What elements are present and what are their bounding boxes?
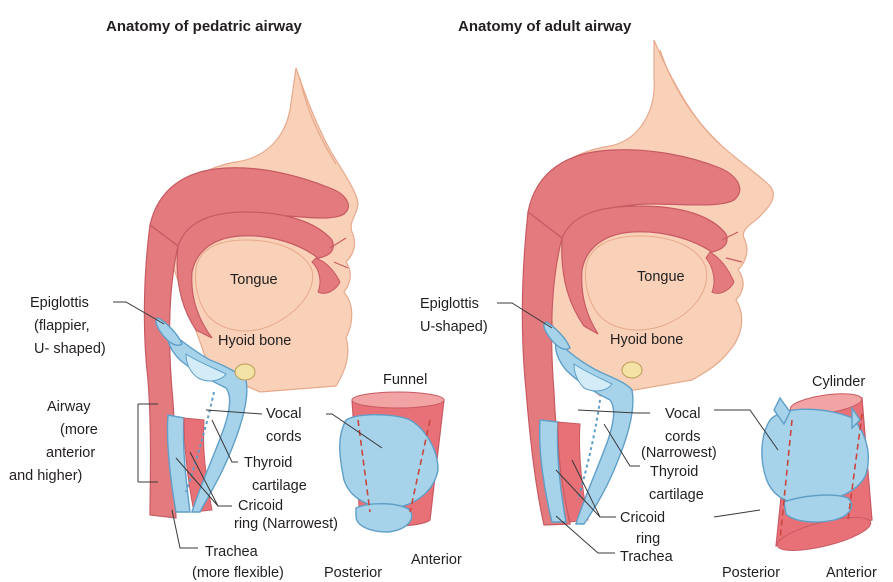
pediatric-thyroid-label-1: Thyroid (244, 455, 292, 471)
pediatric-tongue-label: Tongue (230, 272, 278, 288)
pediatric-epiglottis-label-3: U- shaped) (34, 341, 106, 357)
pediatric-epiglottis-label-2: (flappier, (34, 318, 90, 334)
pediatric-airway-label-4: and higher) (9, 468, 82, 484)
adult-cylinder-label: Cylinder (812, 374, 865, 390)
pediatric-cricoid-label-1: Cricoid (238, 498, 283, 514)
pediatric-funnel-larynx (340, 392, 444, 532)
adult-epiglottis-label-1: Epiglottis (420, 296, 479, 312)
adult-trachea-label: Trachea (620, 549, 674, 565)
pediatric-cricoid-label-2: ring (Narrowest) (234, 516, 338, 532)
adult-thyroid-label-2: cartilage (649, 487, 704, 503)
pediatric-trachea-label-1: Trachea (205, 544, 259, 560)
pediatric-airway-label-3: anterior (46, 445, 95, 461)
pediatric-funnel-label: Funnel (383, 372, 427, 388)
adult-title: Anatomy of adult airway (458, 18, 632, 35)
adult-vocal-label-1: Vocal (665, 406, 700, 422)
pediatric-hyoid (235, 364, 255, 380)
adult-hyoid (622, 362, 642, 378)
pediatric-trachea-label-2: (more flexible) (192, 565, 284, 581)
pediatric-vocal-label-1: Vocal (266, 406, 301, 422)
adult-vocal-label-3: (Narrowest) (641, 445, 717, 461)
adult-anterior-label: Anterior (826, 565, 877, 581)
adult-cylinder-larynx (762, 390, 874, 557)
pediatric-anterior-label: Anterior (411, 552, 462, 568)
adult-tongue-label: Tongue (637, 269, 685, 285)
adult-posterior-label: Posterior (722, 565, 780, 581)
pediatric-airway-label-1: Airway (47, 399, 91, 415)
pediatric-posterior-label: Posterior (324, 565, 382, 581)
pediatric-vocal-label-2: cords (266, 429, 301, 445)
pediatric-title: Anatomy of pedatric airway (106, 18, 303, 35)
pediatric-hyoid-label: Hyoid bone (218, 333, 291, 349)
pediatric-epiglottis-label-1: Epiglottis (30, 295, 89, 311)
adult-epiglottis-label-2: U-shaped) (420, 319, 488, 335)
adult-cricoid-label-2: ring (636, 531, 660, 547)
pediatric-airway-label-2: (more (60, 422, 98, 438)
pediatric-head (144, 68, 358, 518)
adult-cricoid-label-1: Cricoid (620, 510, 665, 526)
pediatric-thyroid-label-2: cartilage (252, 478, 307, 494)
adult-hyoid-label: Hyoid bone (610, 332, 683, 348)
adult-vocal-label-2: cords (665, 429, 700, 445)
adult-thyroid-label-1: Thyroid (650, 464, 698, 480)
